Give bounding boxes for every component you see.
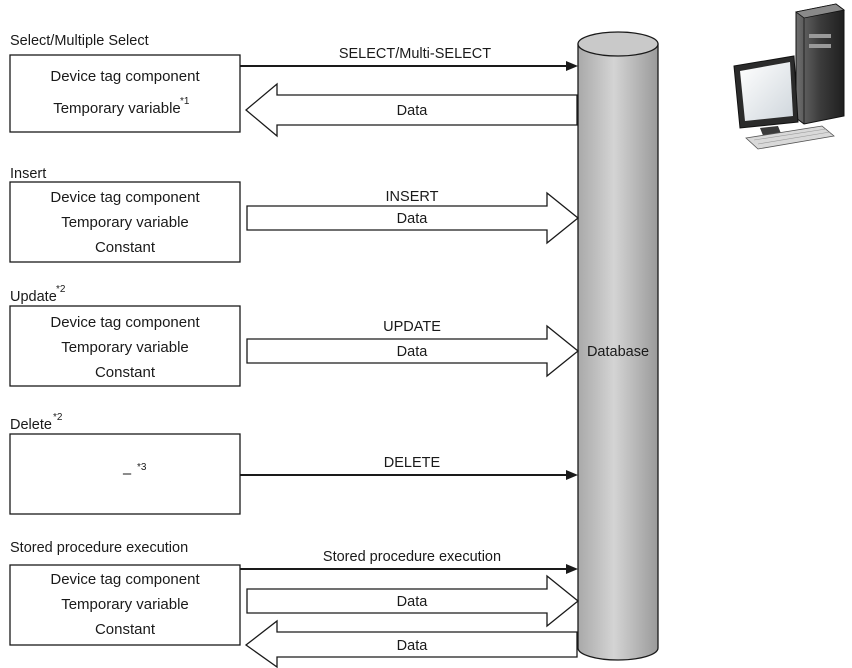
stored-variable-box: [9, 564, 241, 646]
delete-placeholder-footnote: *3: [137, 462, 147, 473]
update-section: Update *2 Device tag component Temporary…: [9, 284, 580, 387]
stored-data-out-label: Data: [397, 638, 429, 654]
update-item: Constant: [95, 364, 156, 381]
database-label: Database: [587, 344, 649, 360]
stored-item: Device tag component: [50, 571, 200, 588]
select-title: Select/Multiple Select: [10, 33, 149, 49]
update-data-arrow: [246, 324, 580, 378]
select-data-return-arrow: [244, 82, 578, 138]
insert-item: Temporary variable: [61, 214, 189, 231]
update-variable-box: [9, 305, 241, 387]
insert-command-label: INSERT: [386, 189, 439, 205]
insert-item: Constant: [95, 239, 156, 256]
update-title: Update: [10, 289, 57, 305]
select-variable-box: [9, 54, 241, 133]
database-cylinder: Database: [577, 31, 659, 661]
select-command-arrowhead: [566, 61, 578, 71]
delete-variable-box: [9, 433, 241, 515]
stored-command-label: Stored procedure execution: [323, 549, 501, 565]
select-item: Device tag component: [50, 68, 200, 85]
select-item-footnote: *1: [180, 96, 190, 107]
insert-section: Insert Device tag component Temporary va…: [9, 166, 580, 263]
insert-data-arrow: [246, 191, 580, 245]
select-section: Select/Multiple Select Device tag compon…: [9, 33, 578, 138]
insert-title: Insert: [10, 166, 46, 182]
update-item: Device tag component: [50, 314, 200, 331]
stored-data-in-arrow: [246, 574, 580, 628]
delete-title: Delete: [10, 417, 52, 433]
delete-command-arrowhead: [566, 470, 578, 480]
select-data-label: Data: [397, 103, 429, 119]
insert-data-label: Data: [397, 211, 429, 227]
update-command-label: UPDATE: [383, 319, 441, 335]
update-data-label: Data: [397, 344, 429, 360]
stored-data-out-arrow: [244, 619, 578, 668]
update-title-footnote: *2: [56, 284, 66, 295]
update-item: Temporary variable: [61, 339, 189, 356]
server-computer-icon: [733, 3, 845, 150]
stored-data-in-label: Data: [397, 594, 429, 610]
stored-procedure-section: Stored procedure execution Device tag co…: [9, 540, 580, 668]
insert-variable-box: [9, 181, 241, 263]
insert-item: Device tag component: [50, 189, 200, 206]
stored-title: Stored procedure execution: [10, 540, 188, 556]
stored-item: Temporary variable: [61, 596, 189, 613]
select-item: Temporary variable: [53, 100, 181, 117]
delete-command-label: DELETE: [384, 455, 441, 471]
select-command-label: SELECT/Multi-SELECT: [339, 46, 491, 62]
stored-command-arrowhead: [566, 564, 578, 574]
stored-item: Constant: [95, 621, 156, 638]
delete-section: Delete *2 – *3 DELETE: [9, 412, 578, 515]
delete-title-footnote: *2: [53, 412, 63, 423]
delete-placeholder: –: [123, 465, 132, 482]
